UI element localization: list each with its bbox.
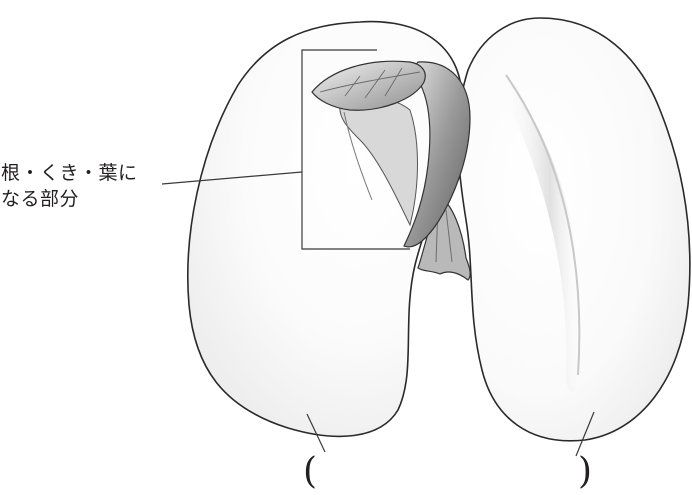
answer-blank-open-paren: ( <box>303 452 317 492</box>
embryo-label-line1: 根・くき・葉に <box>1 160 138 186</box>
answer-blank-close-paren: ) <box>578 452 592 492</box>
embryo-label-line2: なる部分 <box>1 186 79 212</box>
